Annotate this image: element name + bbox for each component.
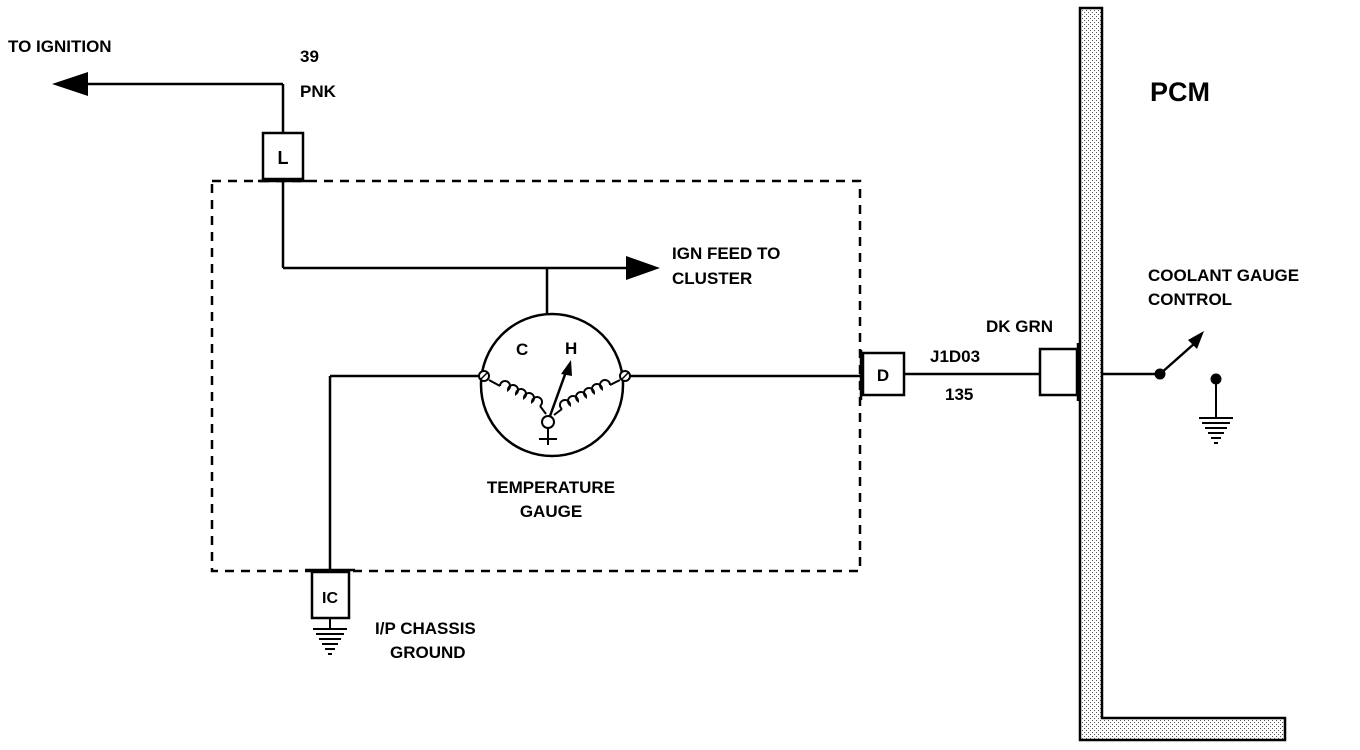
gauge-needle [548,368,569,417]
pnk-label: PNK [300,82,337,101]
pcm-connector [1038,343,1080,401]
pcm-ground-icon [1199,384,1233,444]
switch-arm [1159,342,1196,375]
chassis-ground-label-line2: GROUND [390,643,466,662]
switch-arrow-icon [1188,331,1204,349]
ign-feed-arrow-icon [626,256,660,280]
coolant-label-line1: COOLANT GAUGE [1148,266,1299,285]
j1d03-label: J1D03 [930,347,980,366]
pcm-label: PCM [1150,77,1210,107]
ign-feed-label-line1: IGN FEED TO [672,244,780,263]
connector-l: L [258,131,308,183]
switch-contact [1210,373,1222,385]
ign-feed-label-line2: CLUSTER [672,269,752,288]
gauge-needle-arrow-icon [561,360,572,376]
temp-gauge-label-line1: TEMPERATURE [487,478,615,497]
connector-ic-label: IC [322,590,338,607]
connector-d: D [859,350,906,400]
connector-ic: IC [305,568,355,620]
connector-d-label: D [877,366,889,385]
gauge-pivot [541,415,555,429]
to-ignition-label: TO IGNITION [8,37,112,56]
chassis-ground-label-line1: I/P CHASSIS [375,619,476,638]
circuit-135-label: 135 [945,385,973,404]
connector-l-label: L [278,148,289,168]
chassis-ground-icon [313,618,347,655]
temp-gauge-label-line2: GAUGE [520,502,582,521]
to-ignition-arrow-icon [52,72,88,96]
gauge-right-coil [553,379,621,416]
dk-grn-label: DK GRN [986,317,1053,336]
gauge-left-coil [488,379,547,415]
pcm-housing [1078,6,1287,742]
coolant-label-line2: CONTROL [1148,290,1232,309]
circuit-39-label: 39 [300,47,319,66]
gauge-c-label: C [516,340,528,359]
cluster-boundary [210,179,862,573]
temperature-gauge: C H [478,312,631,458]
gauge-h-label: H [565,339,577,358]
